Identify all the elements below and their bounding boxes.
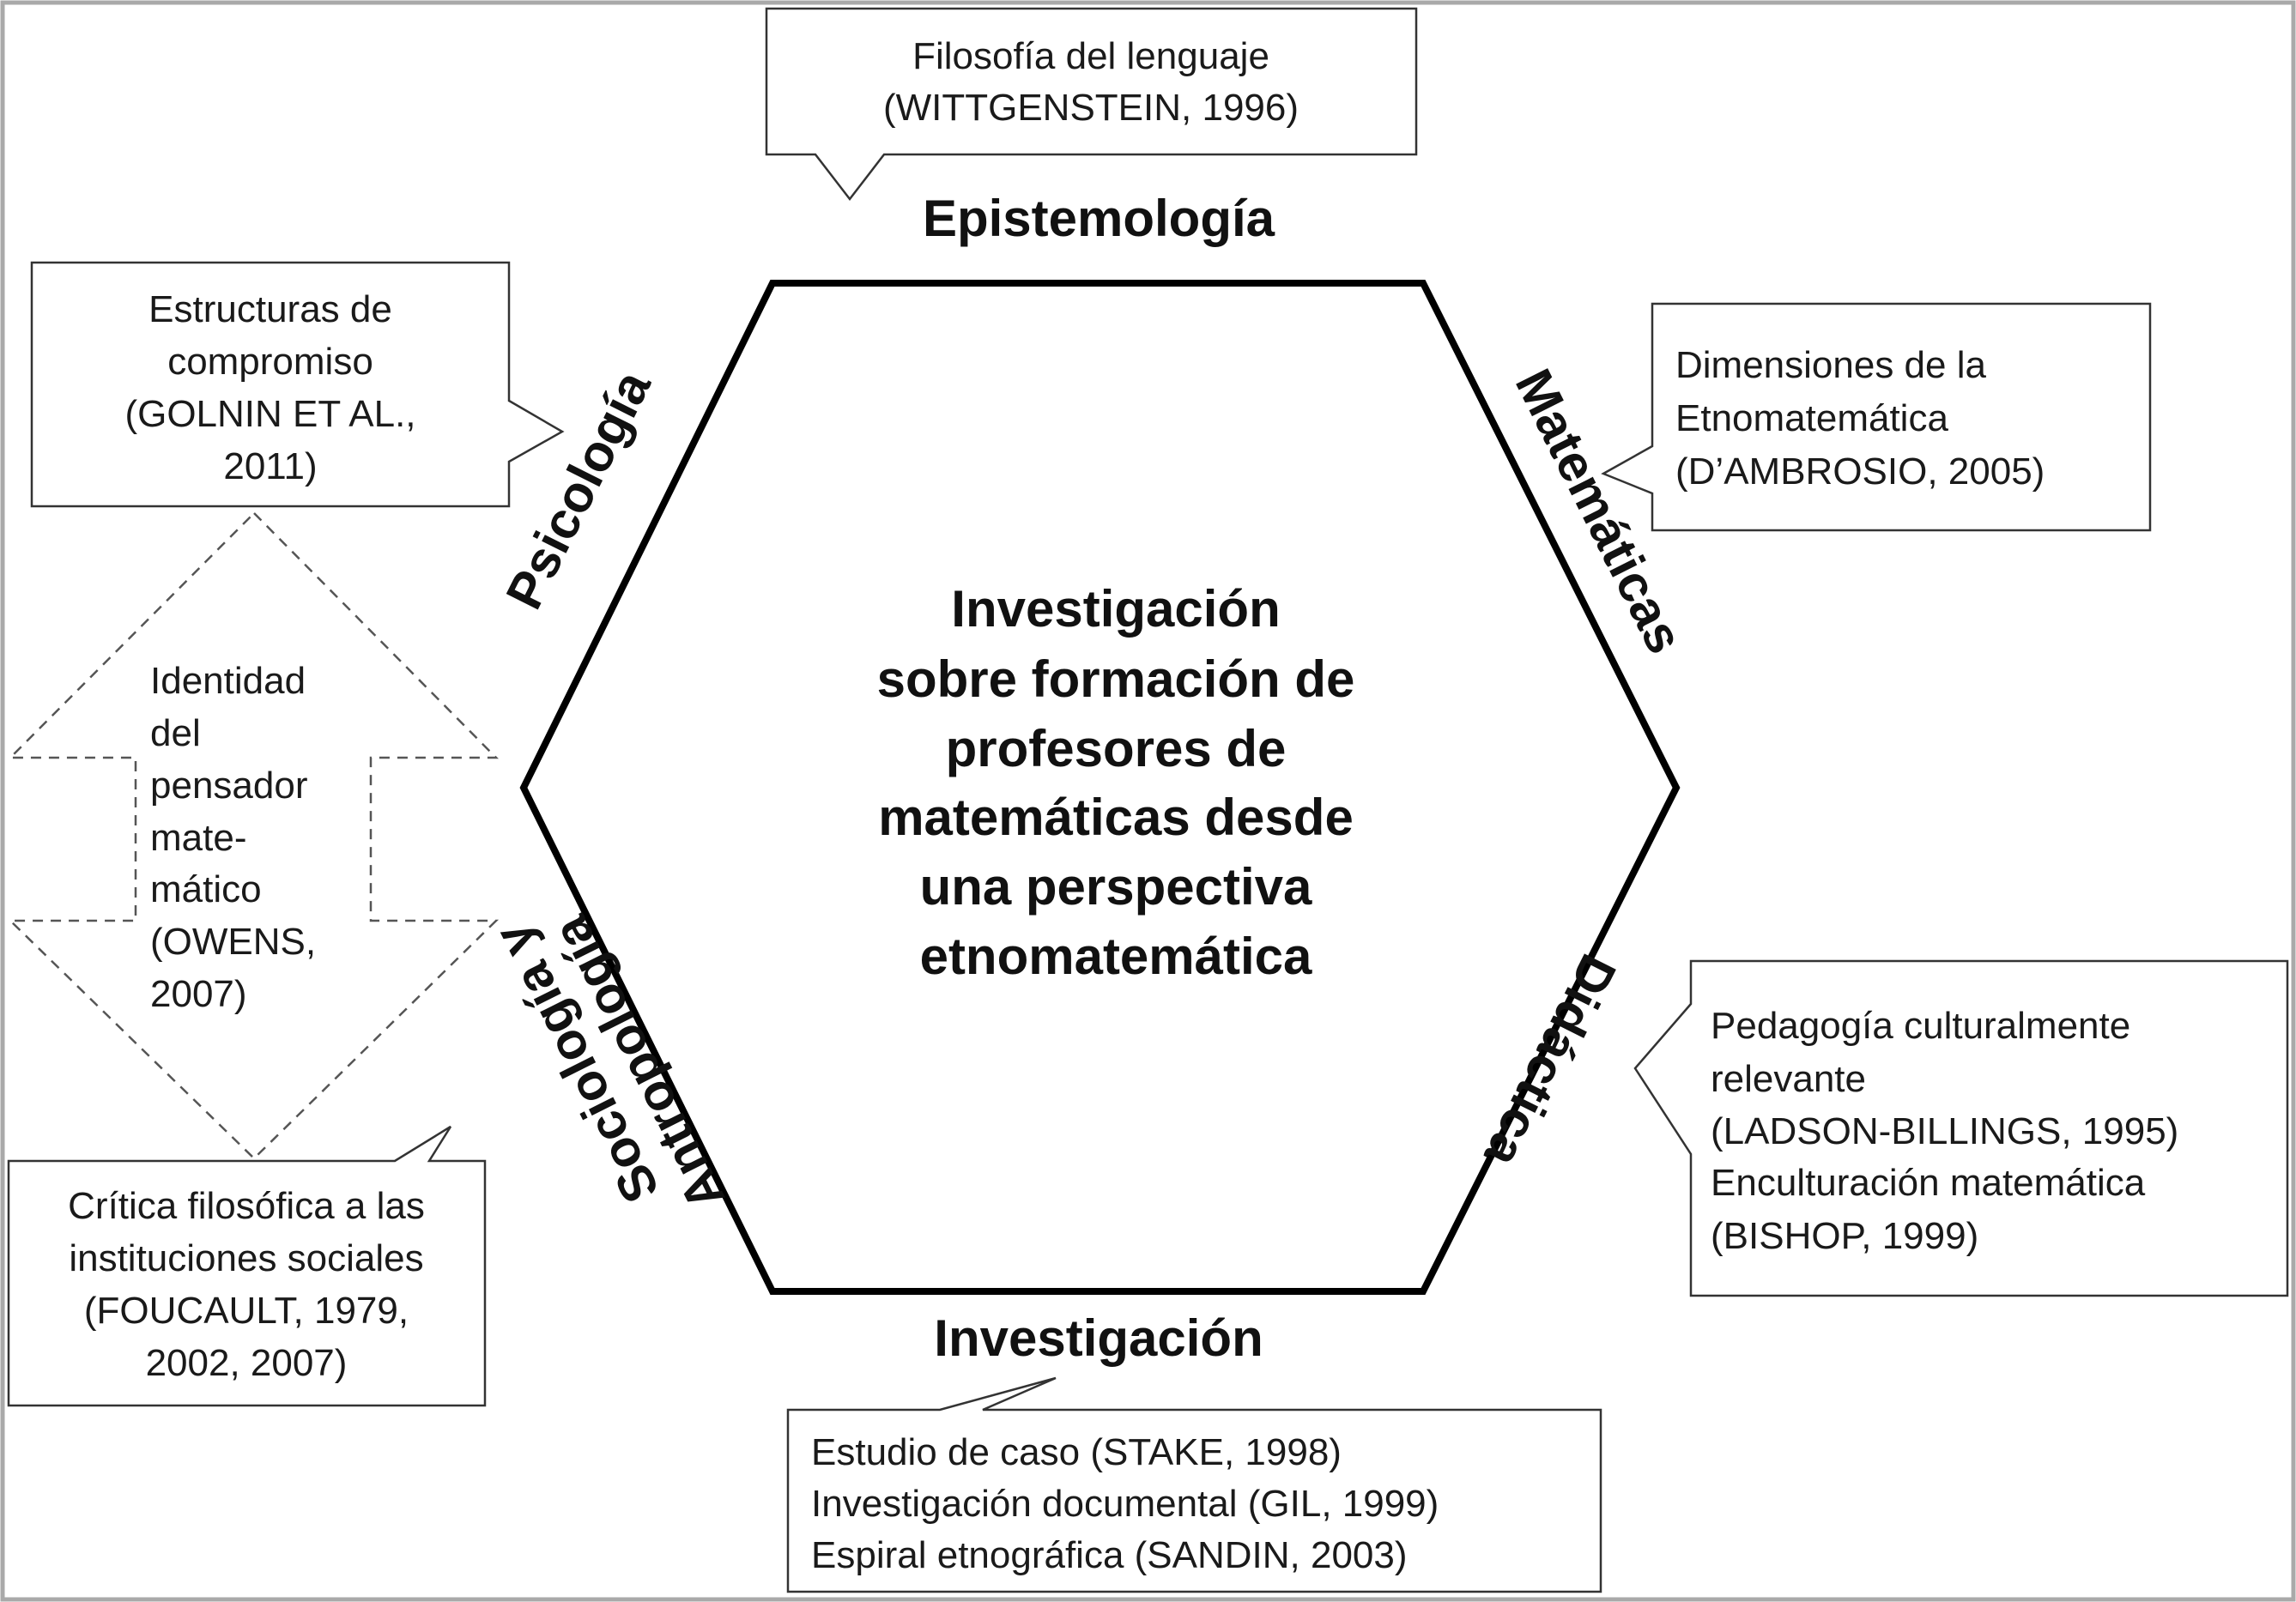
arrow-line-1: Identidad <box>150 660 306 702</box>
callout-matematicas-line-2: Etnomatemática <box>1675 397 1948 439</box>
callout-sociologia-line-2: instituciones sociales <box>69 1237 423 1279</box>
callout-investigacion-line-2: Investigación documental (GIL, 1999) <box>811 1483 1439 1525</box>
callout-didactica-line-4: Enculturación matemática <box>1711 1162 2146 1204</box>
callout-investigacion-line-3: Espiral etnográfica (SANDIN, 2003) <box>811 1534 1408 1576</box>
callout-sociologia-line-1: Crítica filosófica a las <box>68 1185 425 1227</box>
callout-sociologia: Crítica filosófica a las instituciones s… <box>7 1125 487 1407</box>
callout-epistemologia-line-1: Filosofía del lenguaje <box>912 35 1269 77</box>
arrow-line-6: (OWENS, <box>150 921 316 963</box>
callout-didactica-line-2: relevante <box>1711 1058 1866 1100</box>
callout-epistemologia: Filosofía del lenguaje (WITTGENSTEIN, 19… <box>765 7 1418 202</box>
callout-matematicas: Dimensiones de la Etnomatemática (D’AMBR… <box>1601 302 2152 532</box>
central-hexagon <box>519 280 1681 1295</box>
callout-didactica-line-3: (LADSON-BILLINGS, 1995) <box>1711 1110 2178 1152</box>
callout-sociologia-line-3: (FOUCAULT, 1979, <box>84 1290 409 1332</box>
callout-investigacion-line-1: Estudio de caso (STAKE, 1998) <box>811 1431 1342 1473</box>
callout-matematicas-line-3: (D’AMBROSIO, 2005) <box>1675 450 2045 493</box>
callout-psicologia-line-1: Estructuras de <box>148 288 392 330</box>
callout-psicologia-line-3: (GOLNIN ET AL., <box>124 393 415 435</box>
arrow-line-3: pensador <box>150 765 307 807</box>
center-line-4: matemáticas desde <box>878 789 1354 846</box>
callout-psicologia: Estructuras de compromiso (GOLNIN ET AL.… <box>30 261 565 508</box>
center-line-5: una perspectiva <box>920 858 1312 916</box>
center-line-1: Investigación <box>951 580 1280 638</box>
center-line-3: profesores de <box>946 720 1287 777</box>
arrow-line-4: mate- <box>150 817 246 859</box>
side-label-epistemologia: Epistemología <box>923 190 1275 247</box>
arrow-line-7: 2007) <box>150 973 247 1015</box>
callout-matematicas-line-1: Dimensiones de la <box>1675 344 1986 386</box>
dashed-double-arrow: Identidad del pensador mate- mático (OWE… <box>7 511 500 1160</box>
side-label-investigacion: Investigación <box>934 1309 1263 1367</box>
center-title: Investigación sobre formación de profeso… <box>877 580 1355 985</box>
callout-didactica: Pedagogía culturalmente relevante (LADSO… <box>1633 959 2289 1297</box>
center-line-2: sobre formación de <box>877 650 1355 708</box>
arrow-line-5: mático <box>150 868 262 910</box>
callout-epistemologia-line-2: (WITTGENSTEIN, 1996) <box>883 87 1299 129</box>
callout-sociologia-line-4: 2002, 2007) <box>146 1342 348 1384</box>
callout-psicologia-line-4: 2011) <box>223 445 317 487</box>
arrow-line-2: del <box>150 712 201 754</box>
callout-didactica-line-1: Pedagogía culturalmente <box>1711 1005 2130 1047</box>
callout-investigacion: Estudio de caso (STAKE, 1998) Investigac… <box>786 1376 1602 1593</box>
callout-psicologia-line-2: compromiso <box>167 341 373 383</box>
callout-didactica-line-5: (BISHOP, 1999) <box>1711 1215 1978 1257</box>
center-line-6: etnomatemática <box>920 928 1312 985</box>
